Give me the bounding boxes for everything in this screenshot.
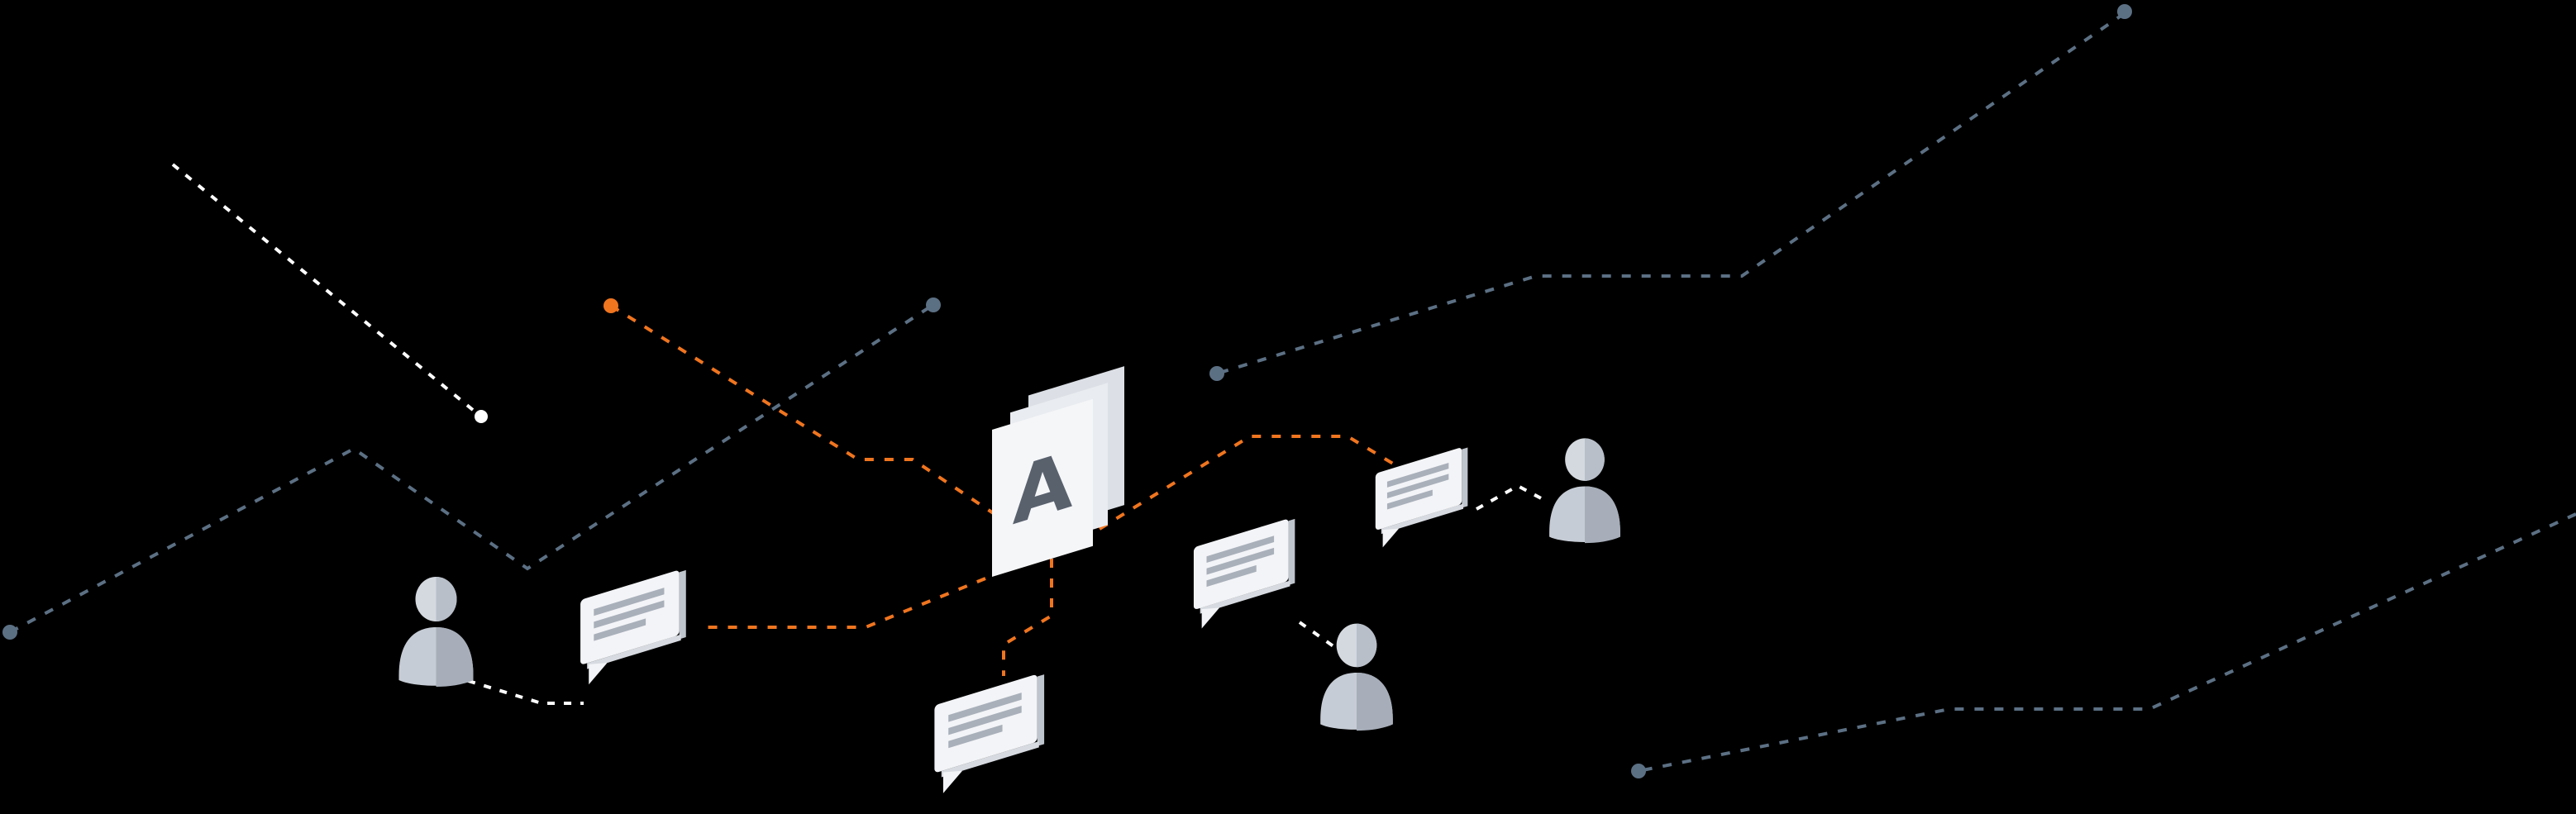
- connector-orange-right-bubble: [1098, 435, 1407, 531]
- connector-dot-orange: [603, 298, 618, 313]
- connector-dot-white: [475, 410, 488, 423]
- connector-dot-blue: [1631, 764, 1646, 778]
- person-icon: [398, 577, 474, 687]
- dashed-line-orange-upper: [609, 304, 1004, 521]
- paper-front: [992, 398, 1093, 577]
- connector-dot-blue: [926, 298, 941, 312]
- connector-white-person-middle: [1298, 621, 1341, 652]
- connector-white-person-left: [451, 674, 584, 705]
- connector-orange-bottom-bubble: [1002, 559, 1053, 676]
- dashed-line-blue-bottomright-zigzag: [1638, 512, 2576, 773]
- connector-dot-blue: [2, 625, 17, 640]
- connector-white-person-right: [1476, 483, 1543, 511]
- document-letter: A: [1013, 434, 1073, 543]
- message-bubble-icon: [1193, 516, 1295, 631]
- person-icon: [1549, 438, 1620, 544]
- message-bubble-icon: [580, 567, 686, 688]
- person-icon: [1320, 623, 1393, 731]
- message-bubble-icon: [934, 671, 1045, 797]
- dashed-line-blue-left-zigzag: [9, 306, 931, 634]
- dashed-line-blue-topright-zigzag: [1216, 12, 2126, 375]
- connector-orange-left-bubble: [699, 577, 986, 629]
- dashed-lines: [9, 12, 2576, 773]
- document-stack-icon: A: [992, 366, 1124, 577]
- endpoint-dots: [2, 4, 2132, 778]
- connector-dot-blue: [1209, 366, 1224, 381]
- connector-dot-blue: [2117, 4, 2132, 19]
- dashed-line-white-topleft: [171, 163, 475, 412]
